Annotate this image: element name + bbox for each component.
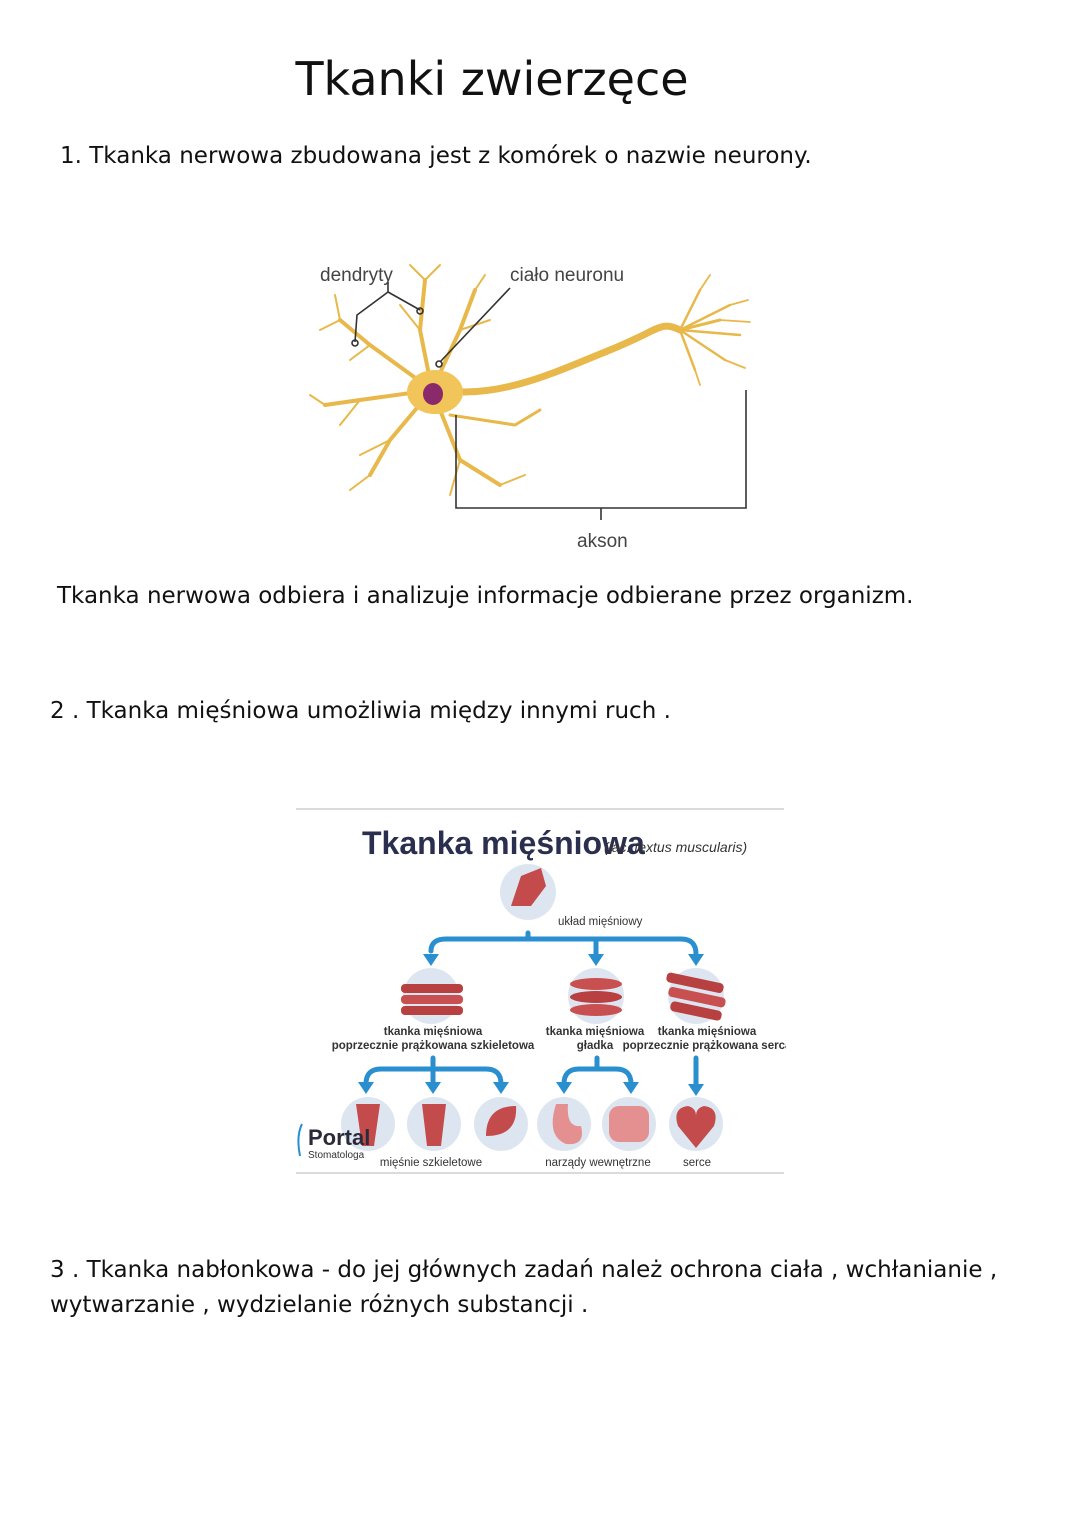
type-2-line2: gładka [577,1040,614,1052]
infographic-latin: (łac. textus muscularis) [604,839,747,855]
label-muscular-system: układ mięśniowy [558,916,643,928]
neuron-illustration [309,264,751,496]
section-3-line-2: wytwarzanie , wydzielanie różnych substa… [50,1292,589,1318]
cardiac-tissue-icon [666,968,726,1024]
section-1-heading: 1. Tkanka nerwowa zbudowana jest z komór… [60,143,812,169]
bottom-label-internal: narządy wewnętrzne [545,1157,650,1169]
label-axon: akson [577,531,628,552]
neuron-diagram: dendryty ciało neuronu akson [309,264,751,552]
infographic-title: Tkanka mięśniowa [362,825,645,861]
bottom-label-heart: serce [683,1157,711,1169]
section-1-text: Tkanka nerwowa odbiera i analizuje infor… [57,583,914,609]
bottom-label-skeletal: mięśnie szkieletowe [380,1157,482,1169]
portal-logo: Portal Stomatologa [297,1123,370,1161]
arm-muscle-icon [511,868,546,906]
logo-name: Portal [308,1125,370,1150]
label-pointers [351,282,747,520]
stomach-icon [537,1097,591,1151]
skeletal-muscle-icon-1 [341,1097,395,1151]
muscle-tissue-infographic: Tkanka mięśniowa (łac. textus muscularis… [296,808,786,1174]
label-cell-body: ciało neuronu [510,265,624,286]
heart-icon [669,1097,723,1151]
section-2-heading: 2 . Tkanka mięśniowa umożliwia między in… [50,698,671,724]
skeletal-tissue-icon [401,968,463,1024]
type-2-line1: tkanka mięśniowa [546,1026,645,1038]
page-title: Tkanki zwierzęce [295,52,689,106]
smooth-tissue-icon [568,968,624,1024]
type-3-line1: tkanka mięśniowa [658,1026,757,1038]
logo-subtitle: Stomatologa [308,1150,365,1161]
label-dendrites: dendryty [320,265,393,286]
type-1-line2: poprzecznie prążkowana szkieletowa [332,1040,535,1052]
skeletal-muscle-icon-2 [407,1097,461,1151]
type-3-line2: poprzecznie prążkowana serca [623,1040,786,1052]
intestine-icon [602,1097,656,1151]
nucleus [423,383,443,405]
type-1-line1: tkanka mięśniowa [384,1026,483,1038]
skeletal-muscle-icon-3 [474,1097,528,1151]
section-3-line-1: 3 . Tkanka nabłonkowa - do jej głównych … [50,1257,998,1283]
